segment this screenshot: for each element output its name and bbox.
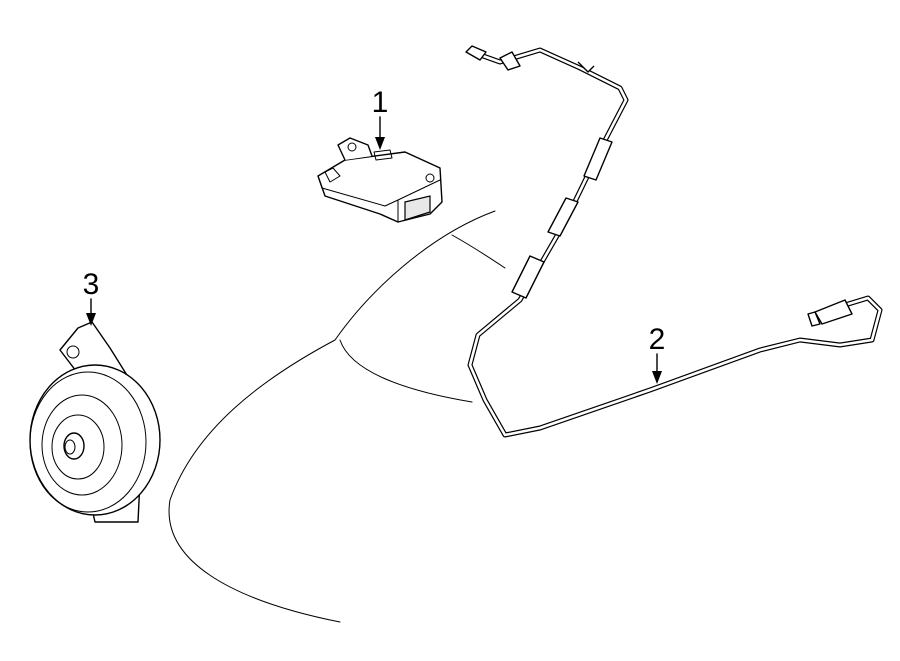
callout-2: 2: [649, 323, 666, 384]
module-part: [317, 137, 443, 223]
callout-2-arrowhead: [652, 371, 662, 384]
horn-part: [29, 321, 161, 523]
antenna-cable-part: [465, 45, 883, 438]
callout-number-2: 2: [649, 323, 666, 356]
callout-1-arrowhead: [375, 137, 385, 150]
vehicle-body-outline: [168, 210, 506, 623]
callout-3: 3: [83, 268, 100, 326]
callout-1: 1: [372, 86, 389, 150]
callout-number-1: 1: [372, 86, 389, 119]
callout-3-arrowhead: [86, 313, 96, 326]
callout-number-3: 3: [83, 268, 100, 301]
